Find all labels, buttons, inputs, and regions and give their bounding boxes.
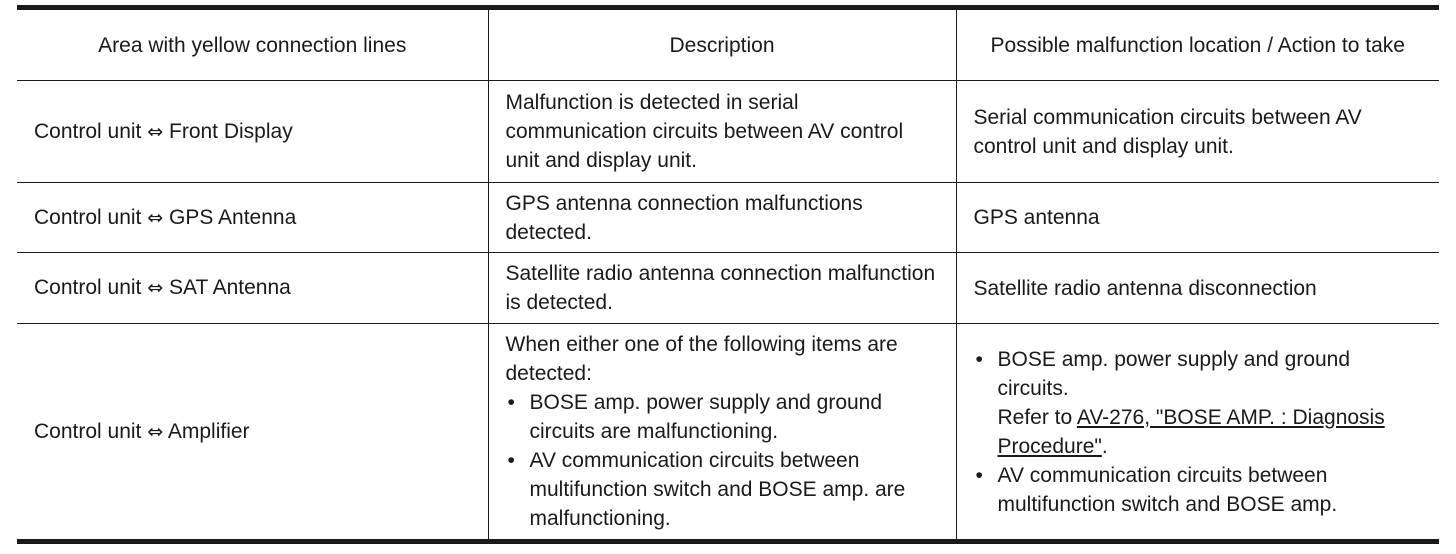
action-cell: Serial communication circuits between AV… — [955, 80, 1439, 183]
description-cell: GPS antenna connection malfunctions dete… — [487, 182, 957, 253]
area-cell: Control unit ⇔ Amplifier — [17, 323, 489, 542]
table-header-row: Area with yellow connection lines Descri… — [17, 7, 1439, 81]
table-row: Control unit ⇔ Front Display Malfunction… — [17, 80, 1439, 183]
double-arrow-icon: ⇔ — [147, 206, 164, 229]
area-cell: Control unit ⇔ SAT Antenna — [17, 252, 489, 324]
description-intro: When either one of the following items a… — [505, 333, 898, 385]
refer-prefix: Refer to — [997, 405, 1077, 429]
header-action: Possible malfunction location / Action t… — [955, 7, 1439, 81]
table-row: Control unit ⇔ GPS Antenna GPS antenna c… — [17, 182, 1439, 253]
list-item: AV communication circuits between multif… — [506, 446, 942, 533]
list-item: BOSE amp. power supply and ground circui… — [974, 345, 1426, 461]
area-left-label: Control unit — [34, 205, 142, 229]
action-cell: GPS antenna — [955, 182, 1439, 253]
action-item-text: BOSE amp. power supply and ground circui… — [997, 347, 1351, 400]
list-item: BOSE amp. power supply and ground circui… — [506, 388, 942, 446]
header-description: Description — [487, 7, 957, 81]
header-area: Area with yellow connection lines — [17, 7, 489, 81]
area-right-label: SAT Antenna — [169, 276, 291, 299]
action-cell: BOSE amp. power supply and ground circui… — [955, 323, 1439, 542]
double-arrow-icon: ⇔ — [147, 120, 164, 143]
double-arrow-icon: ⇔ — [147, 277, 164, 299]
description-cell: Malfunction is detected in serial commun… — [487, 80, 957, 183]
area-right-label: Amplifier — [167, 419, 250, 443]
action-cell: Satellite radio antenna disconnection — [955, 252, 1439, 324]
description-cell: When either one of the following items a… — [487, 323, 957, 542]
area-left-label: Control unit — [34, 419, 142, 443]
area-cell: Control unit ⇔ Front Display — [17, 80, 489, 183]
description-cell: Satellite radio antenna connection malfu… — [487, 252, 957, 324]
diagnosis-table: Area with yellow connection lines Descri… — [17, 5, 1439, 544]
double-arrow-icon: ⇔ — [147, 420, 164, 443]
area-right-label: GPS Antenna — [169, 205, 297, 229]
refer-suffix: . — [1101, 434, 1108, 458]
list-item: AV communication circuits between multif… — [974, 461, 1426, 519]
action-bullet-list: BOSE amp. power supply and ground circui… — [974, 345, 1426, 519]
area-cell: Control unit ⇔ GPS Antenna — [17, 182, 489, 253]
diagnosis-procedure-link[interactable]: AV-276, "BOSE AMP. : Diagnosis Procedure… — [997, 405, 1385, 458]
table-row: Control unit ⇔ Amplifier When either one… — [17, 323, 1439, 542]
area-left-label: Control unit — [34, 119, 142, 143]
area-right-label: Front Display — [169, 119, 293, 143]
table-row: Control unit ⇔ SAT Antenna Satellite rad… — [17, 252, 1439, 324]
area-left-label: Control unit — [34, 276, 142, 299]
description-bullet-list: BOSE amp. power supply and ground circui… — [506, 388, 942, 533]
